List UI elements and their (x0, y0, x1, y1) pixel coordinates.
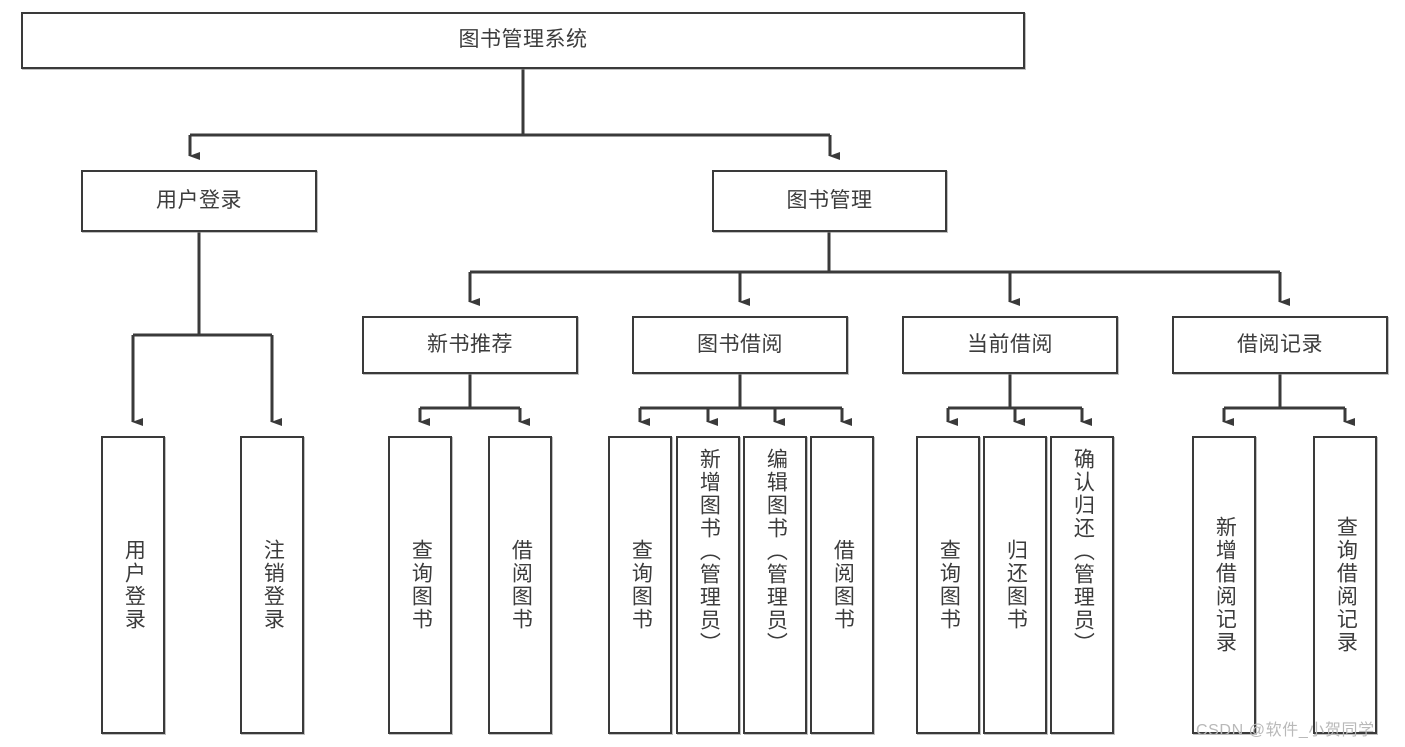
node-leaf-add-record-label: 新增借阅记录 (1213, 516, 1237, 654)
node-leaf-query-record[interactable]: 查询借阅记录 (1313, 436, 1377, 734)
node-leaf-add-book-label: 新增图书（管理员） (697, 448, 721, 655)
node-leaf-query-book-2[interactable]: 查询图书 (608, 436, 672, 734)
node-leaf-logout[interactable]: 注销登录 (240, 436, 304, 734)
node-root-label: 图书管理系统 (458, 28, 588, 52)
node-root[interactable]: 图书管理系统 (21, 12, 1025, 69)
node-user-login[interactable]: 用户登录 (81, 170, 317, 232)
node-leaf-borrow-book-2[interactable]: 借阅图书 (810, 436, 874, 734)
node-leaf-add-record[interactable]: 新增借阅记录 (1192, 436, 1256, 734)
node-leaf-user-login-label: 用户登录 (122, 539, 146, 631)
csdn-watermark: CSDN @软件_小贺同学 (1196, 722, 1375, 739)
node-book-borrow-label: 图书借阅 (697, 332, 783, 356)
node-book-manage-label: 图书管理 (786, 188, 873, 212)
node-leaf-confirm-return-label: 确认归还（管理员） (1071, 448, 1095, 655)
node-borrow-record[interactable]: 借阅记录 (1172, 316, 1388, 374)
node-leaf-borrow-book-1-label: 借阅图书 (509, 539, 533, 631)
node-book-borrow[interactable]: 图书借阅 (632, 316, 848, 374)
node-book-manage[interactable]: 图书管理 (712, 170, 947, 232)
node-new-book-recommend[interactable]: 新书推荐 (362, 316, 578, 374)
node-leaf-query-book-3[interactable]: 查询图书 (916, 436, 980, 734)
node-leaf-return-book[interactable]: 归还图书 (983, 436, 1047, 734)
node-leaf-query-book-2-label: 查询图书 (629, 539, 653, 631)
node-borrow-record-label: 借阅记录 (1237, 332, 1323, 356)
node-leaf-logout-label: 注销登录 (261, 539, 285, 631)
node-leaf-add-book[interactable]: 新增图书（管理员） (676, 436, 740, 734)
node-leaf-edit-book[interactable]: 编辑图书（管理员） (743, 436, 807, 734)
node-user-login-label: 用户登录 (156, 188, 242, 212)
node-leaf-user-login[interactable]: 用户登录 (101, 436, 165, 734)
node-current-borrow-label: 当前借阅 (967, 332, 1053, 356)
node-leaf-query-record-label: 查询借阅记录 (1334, 516, 1358, 654)
node-current-borrow[interactable]: 当前借阅 (902, 316, 1118, 374)
node-leaf-borrow-book-1[interactable]: 借阅图书 (488, 436, 552, 734)
node-leaf-query-book-1[interactable]: 查询图书 (388, 436, 452, 734)
node-leaf-confirm-return[interactable]: 确认归还（管理员） (1050, 436, 1114, 734)
node-leaf-query-book-3-label: 查询图书 (937, 539, 961, 631)
node-leaf-borrow-book-2-label: 借阅图书 (831, 539, 855, 631)
node-leaf-query-book-1-label: 查询图书 (409, 539, 433, 631)
node-leaf-return-book-label: 归还图书 (1004, 539, 1028, 631)
node-new-book-recommend-label: 新书推荐 (427, 332, 513, 356)
node-leaf-edit-book-label: 编辑图书（管理员） (764, 448, 788, 655)
